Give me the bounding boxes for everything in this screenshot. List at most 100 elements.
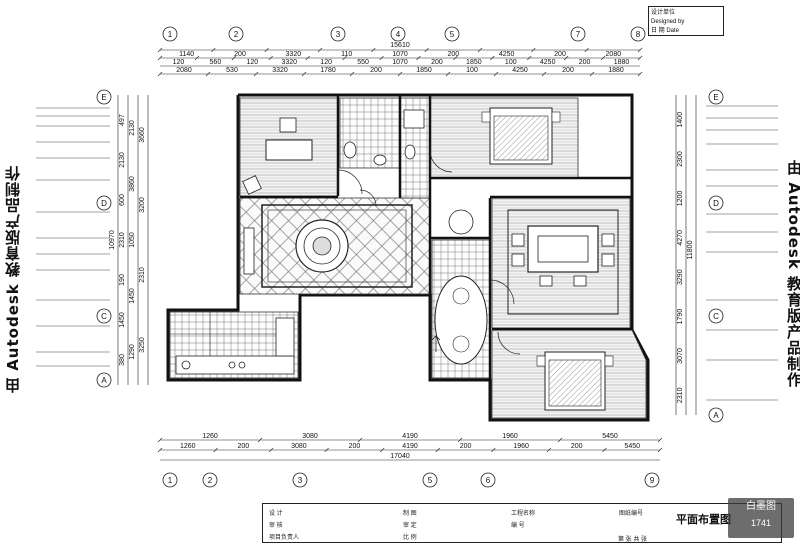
axis-bubble [708, 195, 724, 211]
dimension-tick [231, 55, 237, 61]
top-dimension-value: 200 [579, 59, 591, 66]
right-level-labels [706, 105, 778, 401]
axis-bubble [330, 26, 346, 42]
top-dimension-value: 120 [246, 59, 258, 66]
building-walls [166, 93, 650, 422]
axis-label: 2 [234, 30, 239, 39]
dimension-tick [490, 55, 495, 61]
axis-bubble [644, 472, 660, 488]
axis-label: 1 [168, 476, 173, 485]
axis-bubble [96, 308, 112, 324]
bathroom-fixtures [343, 109, 425, 166]
dimension-tick [211, 47, 216, 53]
tb-approved: 审 定 [403, 523, 417, 529]
up-arrow [431, 335, 441, 352]
hall-inlay [434, 275, 488, 365]
right-dimension-value: 4270 [677, 230, 684, 246]
axis-bubble [422, 472, 438, 488]
drawing-name: 平面布置图 [676, 513, 731, 526]
dimension-tick [324, 447, 329, 453]
top-dimension-value: 550 [357, 59, 369, 66]
title-block-corner-line-1: 设计单位 [651, 10, 676, 16]
axis-label: 3 [336, 30, 341, 39]
dimension-tick [205, 71, 211, 77]
dimension-tick [637, 71, 643, 77]
axis-bubble [480, 472, 496, 488]
left-dimension-value: 3860 [129, 176, 136, 192]
axis-bubble [96, 372, 112, 388]
bottom-dimension-lines [160, 439, 660, 461]
right-dimension-value: 3070 [677, 348, 684, 364]
bottom-dimension-value: 200 [237, 443, 249, 450]
title-block-corner-line-2: Designed by [651, 19, 685, 25]
axis-label: 3 [298, 476, 303, 485]
doors [337, 149, 521, 355]
bottom-dimension-value: 1260 [180, 443, 196, 450]
right-dimension-lines [675, 95, 697, 415]
dimension-tick [301, 71, 307, 77]
axis-label: 5 [428, 476, 433, 485]
axis-label: 7 [576, 30, 581, 39]
top-dimension-value: 1850 [416, 67, 432, 74]
dimension-tick [493, 71, 499, 77]
dimension-tick [453, 55, 458, 61]
top-dimension-value: 1850 [466, 59, 482, 66]
right-dimension-value: 1400 [677, 112, 684, 128]
dimension-tick [379, 55, 384, 61]
watermark-number: 1741 [750, 518, 772, 528]
watermark: 白墨图 1741 [728, 498, 794, 538]
dimension-tick [637, 47, 643, 53]
top-dimension-value: 4250 [540, 59, 556, 66]
interior-walls [240, 95, 632, 380]
bottom-dimension-value: 3080 [302, 433, 318, 440]
foyer-medallion [448, 209, 474, 235]
right-dimension-value: 2310 [677, 387, 684, 403]
right-dimension-value: 1790 [677, 309, 684, 325]
dimension-tick [371, 47, 376, 53]
axis-label: D [713, 199, 719, 208]
study-desk [265, 139, 313, 161]
dimension-tick [157, 447, 163, 453]
top-dimension-value: 200 [562, 67, 574, 74]
dimension-tick [589, 71, 595, 77]
top-dimension-value: 2080 [606, 51, 622, 58]
dimension-tick [264, 47, 269, 53]
top-dimension-value: 120 [173, 59, 185, 66]
kitchen-counters [175, 317, 295, 375]
tb-project-name: 工程名称 [511, 511, 536, 517]
dimension-tick [563, 55, 569, 61]
bottom-dimension-value: 200 [460, 443, 472, 450]
dimension-tick [424, 47, 429, 53]
watermark-label: 白墨图 [746, 501, 776, 512]
dimension-tick [213, 447, 218, 453]
axis-bubble [570, 26, 586, 42]
bottom-total-dimension: 17040 [390, 453, 410, 460]
axis-label: 1 [168, 30, 173, 39]
dimension-tick [557, 437, 563, 443]
right-vertical-note: 由 Autodesk 教育版产品制作 [785, 160, 800, 389]
left-level-labels [36, 107, 110, 367]
top-dimension-value: 3320 [281, 59, 297, 66]
dimension-tick [445, 71, 451, 77]
kitchen-grid-lines [170, 312, 276, 356]
top-dimension-value: 200 [431, 59, 443, 66]
dimension-tick [637, 55, 643, 61]
axis-label: 9 [650, 476, 655, 485]
axis-label: 8 [636, 30, 641, 39]
dimension-tick [349, 71, 355, 77]
tb-project-manager: 项目负责人 [269, 535, 300, 541]
top-dimension-value: 100 [466, 67, 478, 74]
right-dimension-value: 2300 [677, 151, 684, 167]
left-dimension-value: 1050 [129, 232, 136, 248]
left-dimension-value: 2310 [119, 232, 126, 248]
tv-cabinet [243, 227, 255, 275]
top-dimension-value: 110 [341, 51, 352, 58]
drawing-border [158, 88, 648, 89]
dimension-tick [268, 55, 273, 61]
left-dimension-value: 190 [119, 274, 126, 286]
left-dimension-value: 2310 [139, 267, 146, 283]
dining-rug [507, 209, 619, 315]
axis-bubble [96, 195, 112, 211]
axis-bubble [96, 89, 112, 105]
